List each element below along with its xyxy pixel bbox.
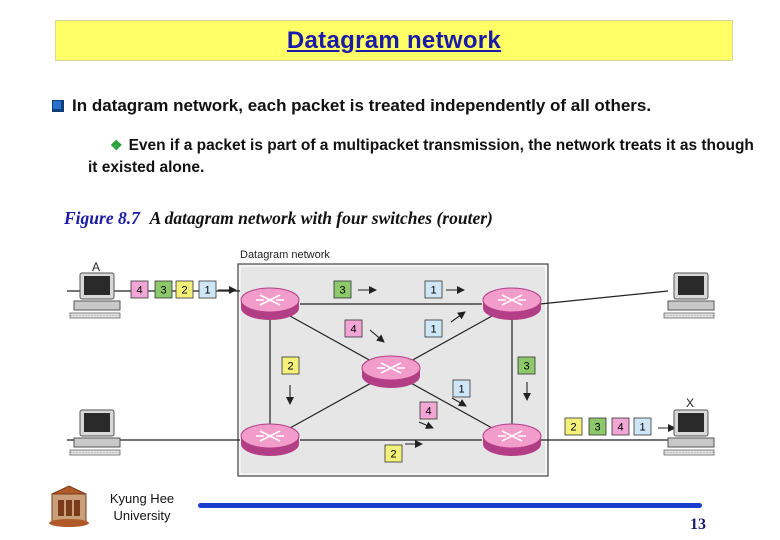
packet-top-left: 3: [339, 285, 345, 297]
bullet-sub: ❖Even if a packet is part of a multipack…: [88, 134, 758, 179]
square-bullet-icon: [52, 100, 64, 112]
university-name-line2: University: [113, 508, 171, 523]
footer-divider: [198, 503, 702, 508]
packet-x-0: 2: [570, 422, 576, 434]
bullet-sub-text: Even if a packet is part of a multipacke…: [88, 137, 754, 176]
packet-diag-1: 1: [430, 324, 436, 336]
university-logo-icon: [49, 485, 89, 527]
router-top-left-icon: [240, 287, 300, 321]
packet-diag-4: 4: [350, 324, 356, 336]
figure-caption-text: A datagram network with four switches (r…: [149, 208, 493, 228]
packet-right-vertical: 3: [523, 361, 529, 373]
figure-number: Figure 8.7: [64, 208, 140, 228]
packet-a-2: 2: [181, 285, 187, 297]
router-bottom-left-icon: [240, 423, 300, 457]
bullet-main-text: In datagram network, each packet is trea…: [72, 96, 652, 115]
packet-a-3: 1: [204, 285, 210, 297]
packet-a-0: 4: [136, 285, 142, 297]
packet-a-1: 3: [160, 285, 166, 297]
flow-arrows: [218, 286, 676, 448]
router-center-icon: [361, 355, 421, 389]
packet-center-1: 1: [458, 384, 464, 396]
packet-left-vertical: 2: [287, 361, 293, 373]
router-bottom-right-icon: [482, 423, 542, 457]
figure-caption: Figure 8.7 A datagram network with four …: [64, 208, 493, 229]
packet-x-3: 1: [639, 422, 645, 434]
host-bottom-left-computer-icon: [69, 409, 121, 456]
bullet-main: In datagram network, each packet is trea…: [52, 96, 651, 116]
network-box-label: Datagram network: [240, 249, 330, 261]
packet-top-right: 1: [430, 285, 436, 297]
page-number: 13: [690, 516, 706, 533]
university-name: Kyung Hee University: [92, 490, 192, 524]
packet-x-1: 3: [594, 422, 600, 434]
router-top-right-icon: [482, 287, 542, 321]
diamond-bullet-icon: ❖: [110, 137, 123, 153]
host-x-label: X: [686, 396, 694, 410]
slide-title: Datagram network: [286, 26, 502, 54]
packet-bottom: 2: [390, 449, 396, 461]
university-name-line1: Kyung Hee: [109, 491, 175, 506]
packets: 4 3 2 1 3 1 4 1 2 3 1 4 2 2 3 4 1: [130, 280, 652, 463]
title-bar: Datagram network: [55, 20, 733, 61]
host-top-right-computer-icon: [663, 272, 715, 319]
packet-center-4: 4: [425, 406, 431, 418]
host-a-label: A: [92, 260, 100, 274]
packet-x-2: 4: [617, 422, 623, 434]
host-a-computer-icon: [69, 272, 121, 319]
host-x-computer-icon: [663, 409, 715, 456]
